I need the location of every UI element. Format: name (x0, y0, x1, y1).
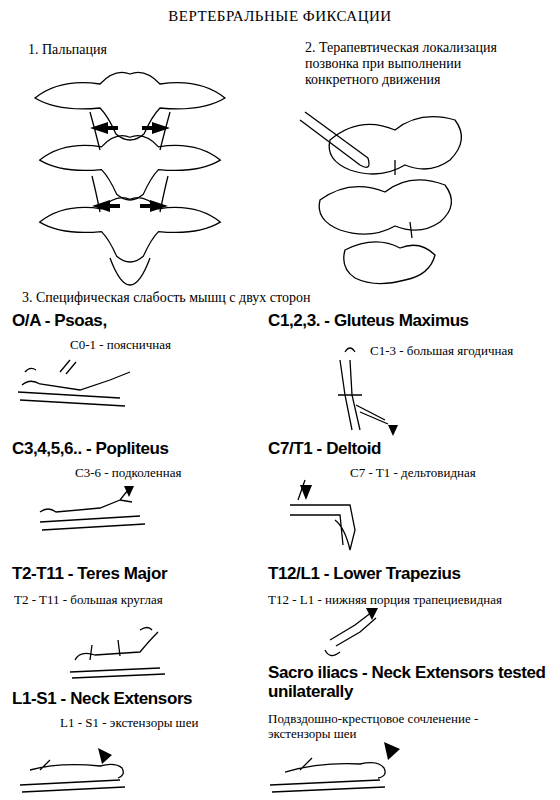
diagram-title: ВЕРТЕБРАЛЬНЫЕ ФИКСАЦИИ (0, 8, 560, 25)
psoas-test-sketch (18, 360, 130, 406)
force-arrow (98, 748, 112, 764)
section-heading: 2. Терапевтическая локализация позвонка … (305, 40, 535, 88)
section-heading: 1. Пальпация (28, 42, 268, 58)
muscle-heading: O/A - Psoas, (12, 312, 262, 331)
force-arrow (366, 608, 378, 620)
muscle-heading: C7/T1 - Deltoid (268, 440, 558, 459)
muscle-subtitle: T2 - T11 - большая круглая (14, 593, 264, 608)
vertebra-sketch (35, 72, 225, 285)
gluteus-test-sketch (338, 348, 388, 430)
teres-major-test-sketch (70, 628, 165, 679)
muscle-subtitle: L1 - S1 - экстензоры шеи (60, 716, 260, 731)
muscle-heading: C1,2,3. - Gluteus Maximus (268, 312, 558, 331)
section-heading: 3. Специфическая слабость мышц с двух ст… (22, 290, 542, 306)
palpation-arrows (90, 122, 170, 212)
deltoid-test-sketch (290, 480, 355, 550)
muscle-heading: T12/L1 - Lower Trapezius (268, 565, 558, 584)
localization-sketch (300, 112, 461, 284)
force-arrow (388, 425, 398, 436)
muscle-heading: C3,4,5,6.. - Popliteus (12, 440, 262, 459)
muscle-subtitle: Подвздошно-крестцовое сочленение - эксте… (268, 712, 538, 742)
muscle-subtitle: T12 - L1 - нижняя порция трапециевидная (268, 593, 558, 608)
force-arrow (124, 486, 134, 497)
muscle-subtitle: C1-3 - большая ягодичная (370, 344, 555, 359)
muscle-subtitle: C0-1 - поясничная (70, 338, 270, 353)
force-arrow (384, 742, 400, 760)
muscle-heading: L1-S1 - Neck Extensors (12, 690, 262, 709)
lower-trapezius-test-sketch (325, 612, 376, 656)
neck-extensors-test-sketch (20, 760, 125, 792)
force-arrow (300, 485, 312, 500)
muscle-heading: Sacro iliacs - Neck Extensors tested uni… (268, 664, 558, 701)
neck-extensors-unilateral-sketch (270, 758, 385, 792)
muscle-subtitle: C7 - T1 - дельтовидная (350, 466, 555, 481)
muscle-heading: T2-T11 - Teres Major (12, 565, 262, 584)
muscle-subtitle: C3-6 - подколенная (75, 466, 265, 481)
